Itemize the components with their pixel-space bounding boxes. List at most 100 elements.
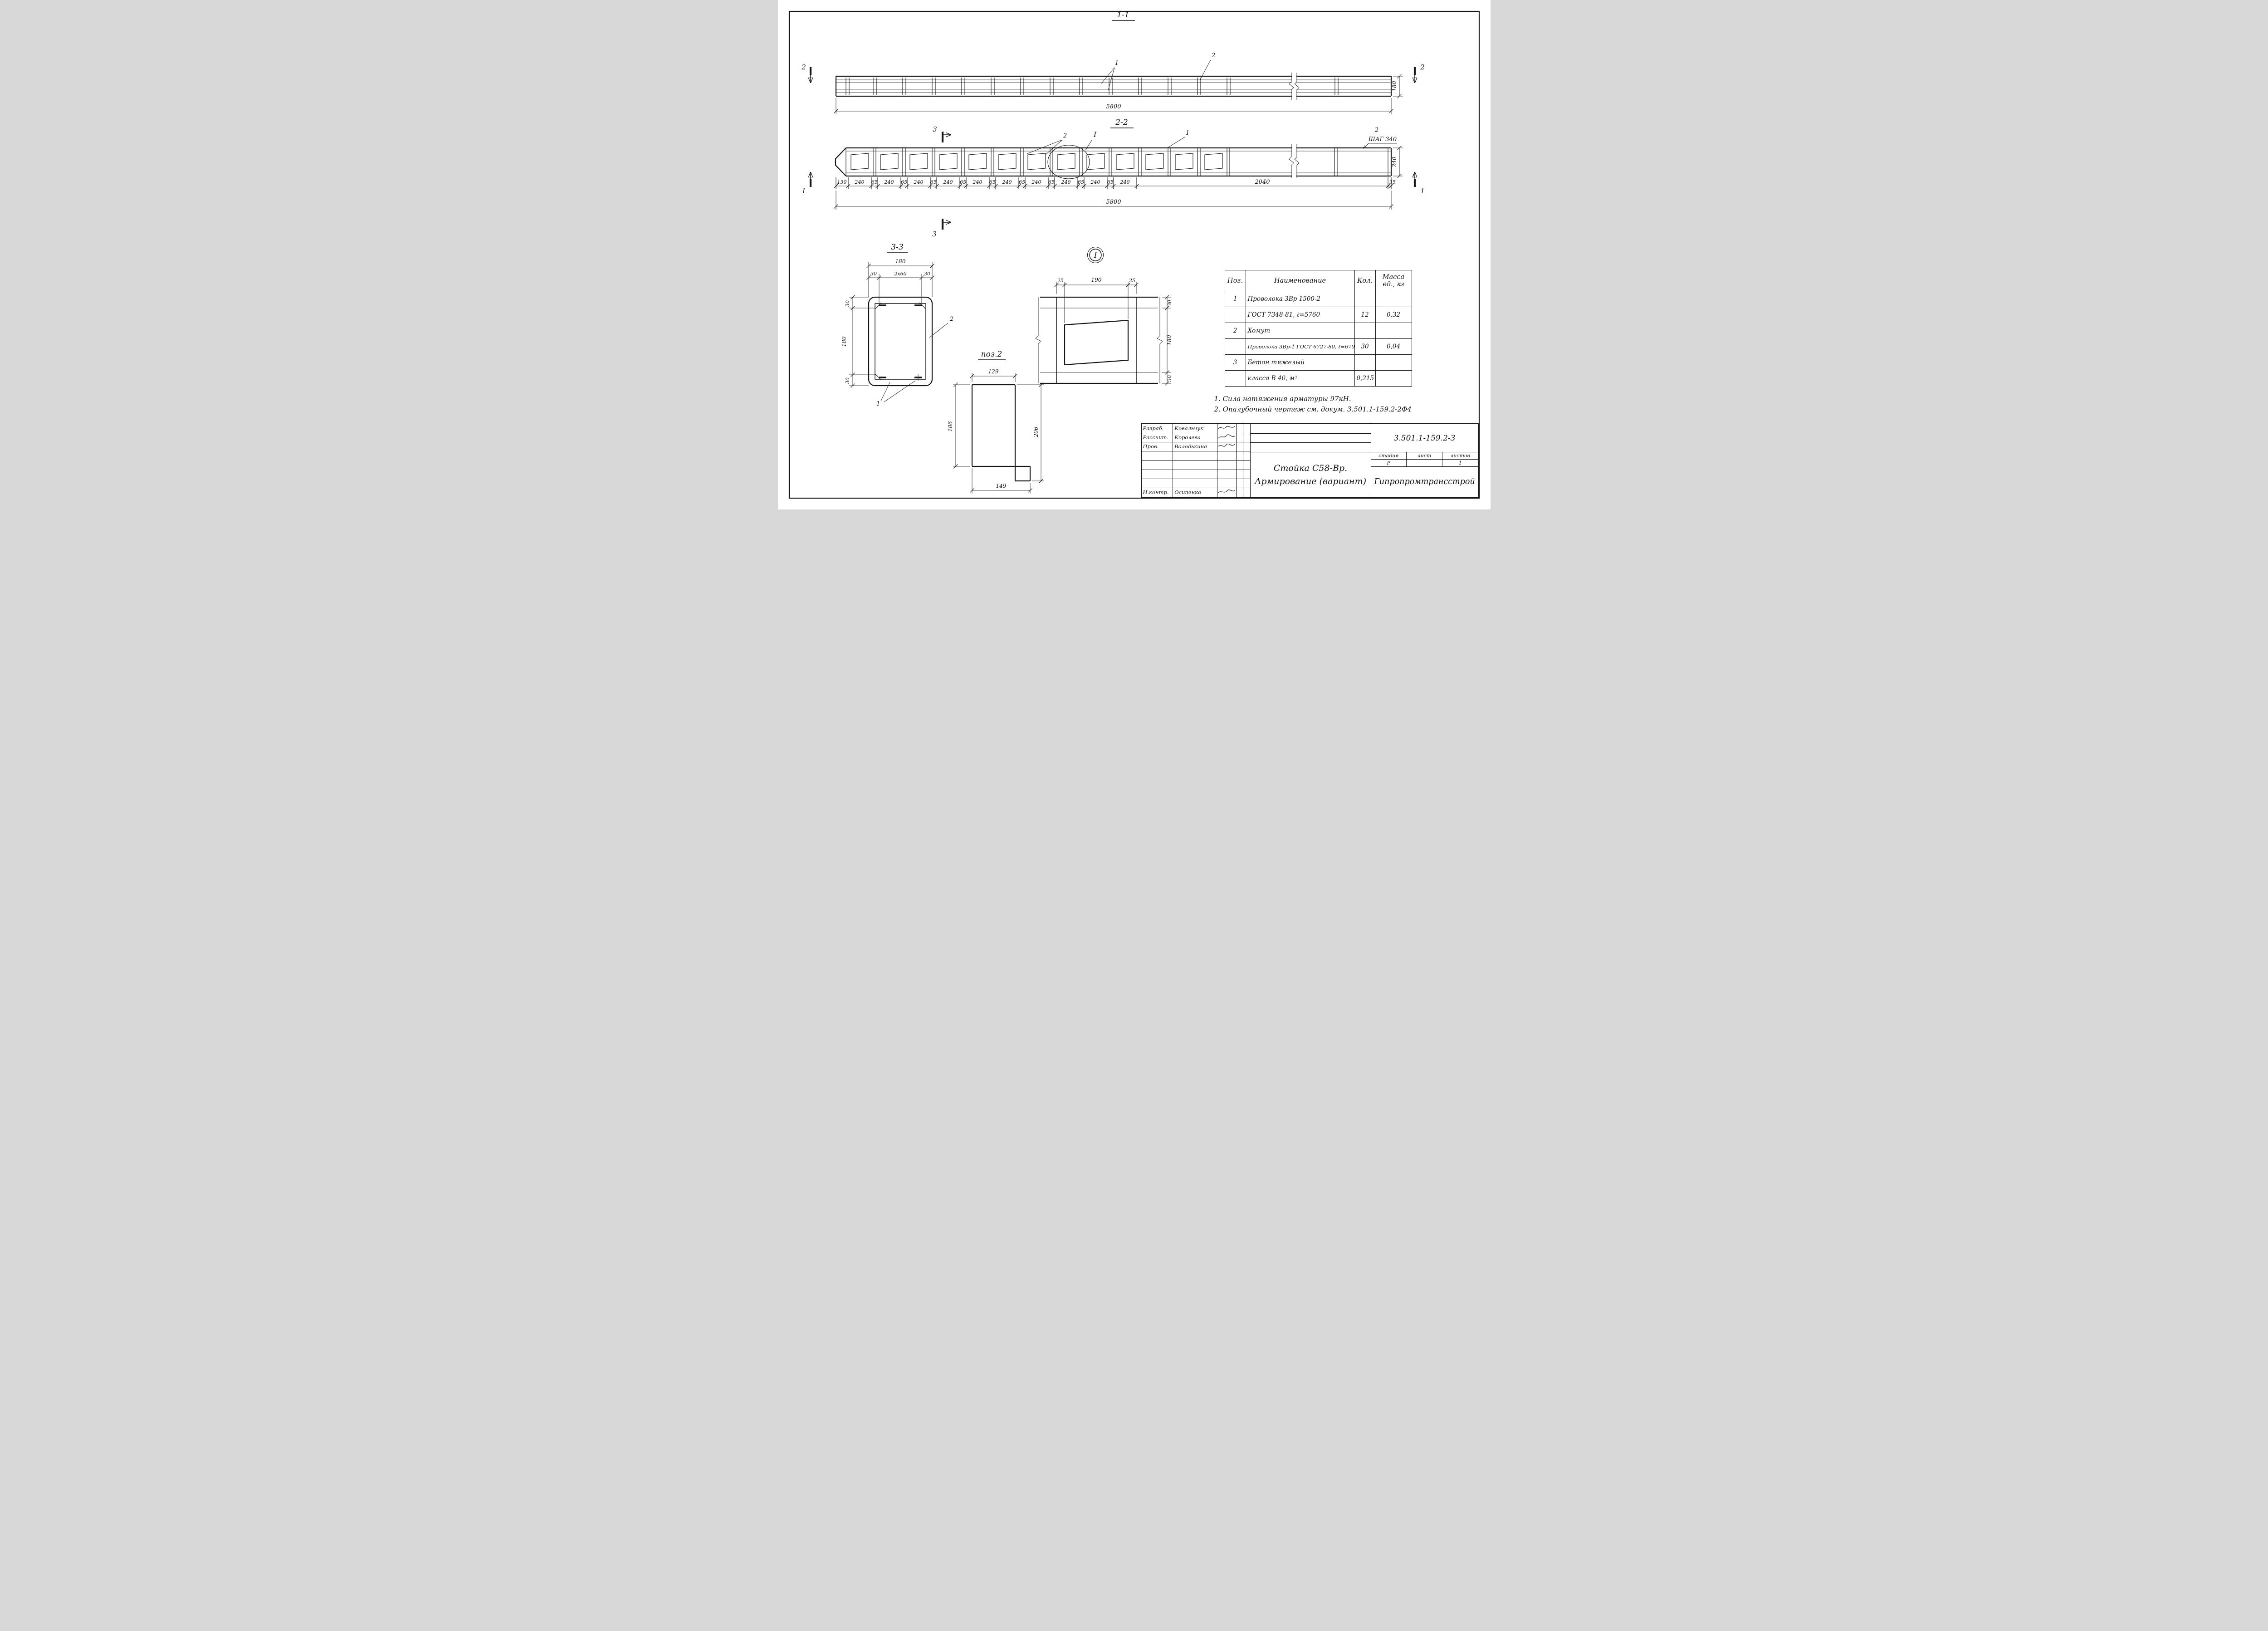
detail-circle — [1047, 145, 1090, 179]
svg-text:2040: 2040 — [1254, 179, 1270, 186]
spec-cell: 0,32 — [1375, 307, 1412, 323]
dim-bottom: 149 — [996, 483, 1006, 489]
sheets-value: 1 — [1442, 460, 1478, 467]
spec-cell: ГОСТ 7348-81, ℓ=5760 — [1245, 307, 1355, 323]
sheets-label: листов — [1442, 452, 1478, 460]
signature — [1217, 424, 1237, 433]
spec-table: Поз. Наименование Кол. Масса ед., кг 1 П… — [1224, 270, 1412, 387]
signature — [1217, 433, 1237, 442]
stage-label: стадия — [1371, 452, 1407, 460]
dim-left: 186 — [947, 421, 953, 431]
dim-label: 190 — [1091, 277, 1101, 283]
note-1: 1. Сила натяжения арматуры 97кН. — [1214, 395, 1351, 403]
poz-2-label: поз.2 — [981, 350, 1002, 359]
empty-row — [1141, 479, 1250, 488]
role-label: Н.контр. — [1142, 488, 1173, 497]
callout-2: 2 — [949, 316, 953, 323]
dim-label: 30 — [1167, 300, 1173, 306]
callout-2: 2 — [1062, 132, 1066, 139]
dim-labels: 130 240 65 240 65 240 65 240 65 240 65 2… — [837, 179, 1396, 186]
spec-cell: 3 — [1224, 354, 1246, 371]
signature — [1217, 442, 1237, 451]
pitch-note: ШАГ 340 — [1368, 136, 1396, 143]
spec-cell: 12 — [1354, 307, 1376, 323]
section-3-3-label: 3-3 — [891, 243, 903, 252]
spec-header-name: Наименование — [1245, 270, 1355, 291]
dim-total-2-2: 5800 — [1106, 199, 1121, 206]
dim-label: 180 — [841, 336, 847, 347]
section-2-2-label: 2-2 — [1115, 118, 1128, 127]
empty-row — [1141, 451, 1250, 461]
svg-text:240: 240 — [1119, 179, 1129, 185]
svg-text:240: 240 — [1061, 179, 1070, 185]
section-2-2-view: 2-2 I 2 — [802, 118, 1425, 238]
people-row: Рассчит. Королева — [1141, 433, 1250, 443]
dim-label: 25 — [1129, 278, 1135, 284]
svg-text:65: 65 — [989, 179, 996, 185]
detail-i-view: I 25 190 25 30 180 30 — [1035, 246, 1173, 386]
spec-cell: 2 — [1224, 323, 1246, 339]
svg-text:65: 65 — [960, 179, 966, 185]
detail-i-label: I — [1093, 251, 1097, 260]
role-label: Разраб. — [1142, 424, 1173, 433]
table-row: 1 Проволока 3Вр 1500-2 — [1224, 291, 1412, 307]
svg-text:240: 240 — [884, 179, 894, 185]
title-block-signatures: Разраб. Ковальчук Рассчит. Королева Пров… — [1141, 424, 1251, 497]
spec-cell — [1375, 323, 1412, 339]
spec-header-mass: Масса ед., кг — [1375, 270, 1412, 291]
table-row: 2 Хомут — [1224, 323, 1412, 339]
svg-text:65: 65 — [1107, 179, 1114, 185]
svg-text:65: 65 — [930, 179, 937, 185]
title-block-middle: Стойка С58-Вр. Армирование (вариант) — [1250, 424, 1371, 497]
svg-text:65: 65 — [901, 179, 907, 185]
empty-row — [1141, 460, 1250, 470]
spec-header-poz: Поз. — [1224, 270, 1246, 291]
dim-height-1-1: 180 — [1391, 81, 1398, 91]
dim-label: 30 — [845, 377, 850, 384]
dim-top: 129 — [988, 368, 998, 375]
drawing-title: Стойка С58-Вр. Армирование (вариант) — [1251, 452, 1371, 497]
stirrups-1-1 — [845, 77, 1339, 95]
title-block-right: 3.501.1-159.2-3 стадия лист листов Р 1 Г… — [1371, 424, 1478, 497]
drawing-title-line1: Стойка С58-Вр. — [1273, 463, 1348, 473]
callout-1: 1 — [1185, 130, 1189, 137]
section-3-3-view: 3-3 180 30 2x60 30 30 180 30 — [841, 243, 953, 407]
spec-cell — [1375, 291, 1412, 307]
role-label: Пров. — [1142, 442, 1173, 451]
spec-cell — [1354, 291, 1376, 307]
spec-cell — [1224, 307, 1246, 323]
dim-label: 2x60 — [894, 271, 906, 277]
svg-text:35: 35 — [1389, 179, 1396, 185]
cut-mark-3-top: 3 — [933, 125, 937, 133]
spec-cell: Проволока 3Вр-1 ГОСТ 6727-80, ℓ=670 — [1245, 338, 1355, 355]
spec-cell — [1375, 370, 1412, 387]
drawing-title-line2: Армирование (вариант) — [1254, 476, 1367, 486]
empty-row — [1141, 470, 1250, 479]
table-row: Проволока 3Вр-1 ГОСТ 6727-80, ℓ=670 30 0… — [1224, 338, 1412, 355]
notes: 1. Сила натяжения арматуры 97кН. 2. Опал… — [1214, 394, 1412, 414]
person-name: Осипенко — [1173, 488, 1217, 497]
svg-text:240: 240 — [913, 179, 923, 185]
dim-width-3-3: 180 — [895, 258, 905, 264]
people-row: Пров. Володькина — [1141, 442, 1250, 452]
cut-mark-2-left: 2 — [801, 63, 806, 71]
svg-text:65: 65 — [1048, 179, 1055, 185]
drawing-sheet: 1-1 5800 180 2 — [777, 0, 1491, 509]
dim-label: 30 — [845, 300, 850, 307]
svg-text:130: 130 — [837, 179, 846, 185]
spec-cell: 30 — [1354, 338, 1376, 355]
cut-mark-1-left: 1 — [802, 187, 806, 195]
dim-label: 30 — [924, 271, 930, 277]
stage-value: Р — [1371, 460, 1407, 467]
dim-right: 206 — [1033, 426, 1039, 437]
spec-cell: Бетон тяжелый — [1245, 354, 1355, 371]
spec-cell: класса В 40, м³ — [1245, 370, 1355, 387]
cut-mark-3-bottom: 3 — [932, 230, 937, 238]
spec-cell: Хомут — [1245, 323, 1355, 339]
person-name: Володькина — [1173, 442, 1217, 451]
people-row: Разраб. Ковальчук — [1141, 424, 1250, 434]
person-name: Королева — [1173, 433, 1217, 442]
spec-cell: 0,04 — [1375, 338, 1412, 355]
spec-cell — [1354, 323, 1376, 339]
note-2: 2. Опалубочный чертеж см. докум. 3.501.1… — [1214, 405, 1412, 413]
